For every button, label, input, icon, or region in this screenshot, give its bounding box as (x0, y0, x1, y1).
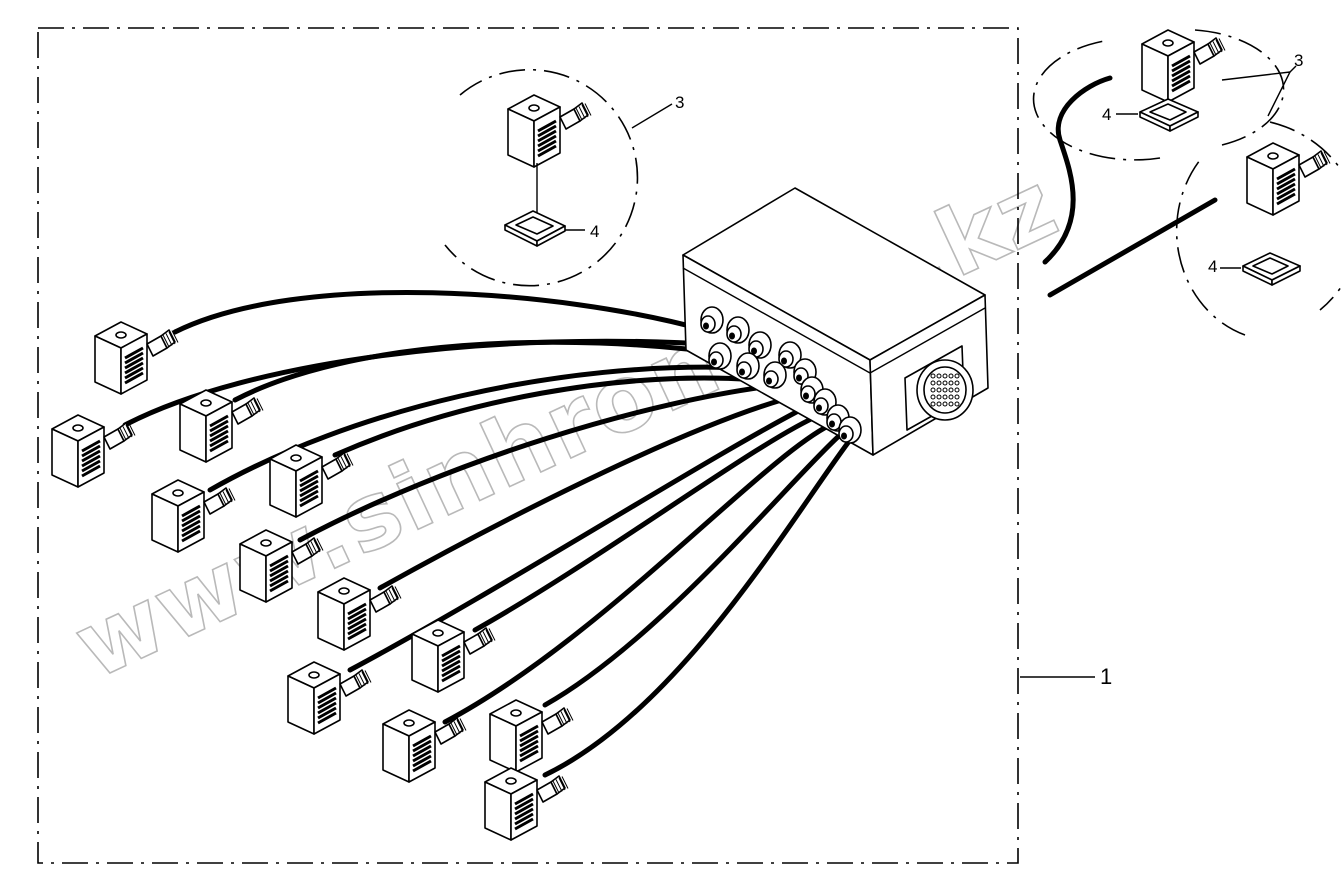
plug-pin (948, 380, 954, 386)
knurled-nut (339, 669, 372, 697)
callout-seal-right-upper: 4 (1102, 105, 1111, 124)
valve-connector (239, 529, 324, 603)
plug-pin (942, 401, 948, 407)
plug-pin (948, 394, 954, 400)
cable-gland (726, 316, 750, 344)
plug-pin (930, 373, 936, 379)
cable-gland (778, 341, 802, 369)
cable-1 (172, 289, 708, 335)
valve-connector (1246, 142, 1331, 216)
valve-connector (94, 321, 179, 395)
plug-pins (930, 373, 960, 407)
plug-pin (942, 387, 948, 393)
connector-right-leader (1221, 71, 1292, 117)
seal-gasket (1242, 252, 1301, 286)
valve-connector (1141, 29, 1226, 103)
plug-pin (954, 387, 960, 393)
plug-pin (942, 394, 948, 400)
cable-gland (700, 306, 724, 334)
knurled-nut (541, 707, 574, 735)
knurled-nut (1298, 150, 1331, 178)
cable-gland (708, 342, 732, 370)
plug-pin (936, 387, 942, 393)
plug-pin (948, 373, 954, 379)
cable-gland (736, 352, 760, 380)
cable-11 (542, 432, 843, 708)
callout-seal-right-lower: 4 (1208, 257, 1217, 276)
valve-connector (269, 444, 354, 518)
cable-12 (542, 437, 853, 778)
seal-gasket (504, 210, 566, 247)
cable-gland (838, 416, 862, 444)
knurled-nut (463, 627, 496, 655)
callout-seal-inner: 4 (590, 222, 599, 241)
multipin-plug (904, 345, 974, 431)
knurled-nut (103, 422, 136, 450)
plug-pin (936, 373, 942, 379)
knurled-nut (369, 585, 402, 613)
knurled-nut (536, 775, 569, 803)
knurled-nut (1193, 37, 1226, 65)
knurled-nut (321, 452, 354, 480)
valve-connectors (51, 29, 1331, 841)
cable-gland (763, 361, 787, 389)
callout-connector-right: 3 (1294, 51, 1303, 70)
knurled-nut (434, 717, 467, 745)
seal-gasket (1139, 98, 1199, 132)
detail-circle-right-lower: 4 (1175, 121, 1341, 336)
knurled-nut (559, 102, 592, 130)
connector-right-leader-tail (1289, 65, 1297, 73)
knurled-nut (231, 397, 264, 425)
valve-connector (382, 709, 467, 783)
valve-connector (179, 389, 264, 463)
detail-circle-right-upper: 4 (1032, 29, 1285, 161)
cable-glands (700, 306, 862, 444)
cable-10 (442, 422, 833, 725)
plug-pin (936, 380, 942, 386)
plug-pin (930, 387, 936, 393)
cable-6 (297, 382, 783, 543)
callout-assembly: 1 (1100, 664, 1112, 689)
valve-connector (411, 619, 496, 693)
cable-right-upper (1042, 75, 1113, 265)
valve-connector (287, 661, 372, 735)
cable-group (122, 289, 853, 778)
cable-right-lower (1047, 197, 1218, 298)
callout-connector-inner: 3 (675, 93, 684, 112)
plug-pin (930, 380, 936, 386)
plug-pin (954, 373, 960, 379)
valve-connector (317, 577, 402, 651)
plug-pin (954, 380, 960, 386)
valve-connector (484, 767, 569, 841)
plug-pin (954, 401, 960, 407)
plug-pin (930, 401, 936, 407)
cable-5 (332, 375, 763, 458)
detail-circle-inner: 4 3 (444, 68, 684, 287)
cable-9 (472, 412, 823, 633)
plug-pin (936, 401, 942, 407)
plug-pin (930, 394, 936, 400)
cable-3 (232, 339, 738, 403)
cable-7 (377, 392, 803, 591)
valve-connector (51, 414, 136, 488)
plug-pin (936, 394, 942, 400)
valve-connector (507, 94, 592, 168)
valve-connector (489, 699, 574, 773)
plug-pin (942, 373, 948, 379)
valve-connector (151, 479, 236, 553)
plug-pin (948, 401, 954, 407)
knurled-nut (203, 487, 236, 515)
plug-pin (942, 380, 948, 386)
knurled-nut (146, 329, 179, 357)
plug-pin (948, 387, 954, 393)
knurled-nut (291, 537, 324, 565)
assembly-boundary (37, 27, 1019, 864)
plug-pin (954, 394, 960, 400)
